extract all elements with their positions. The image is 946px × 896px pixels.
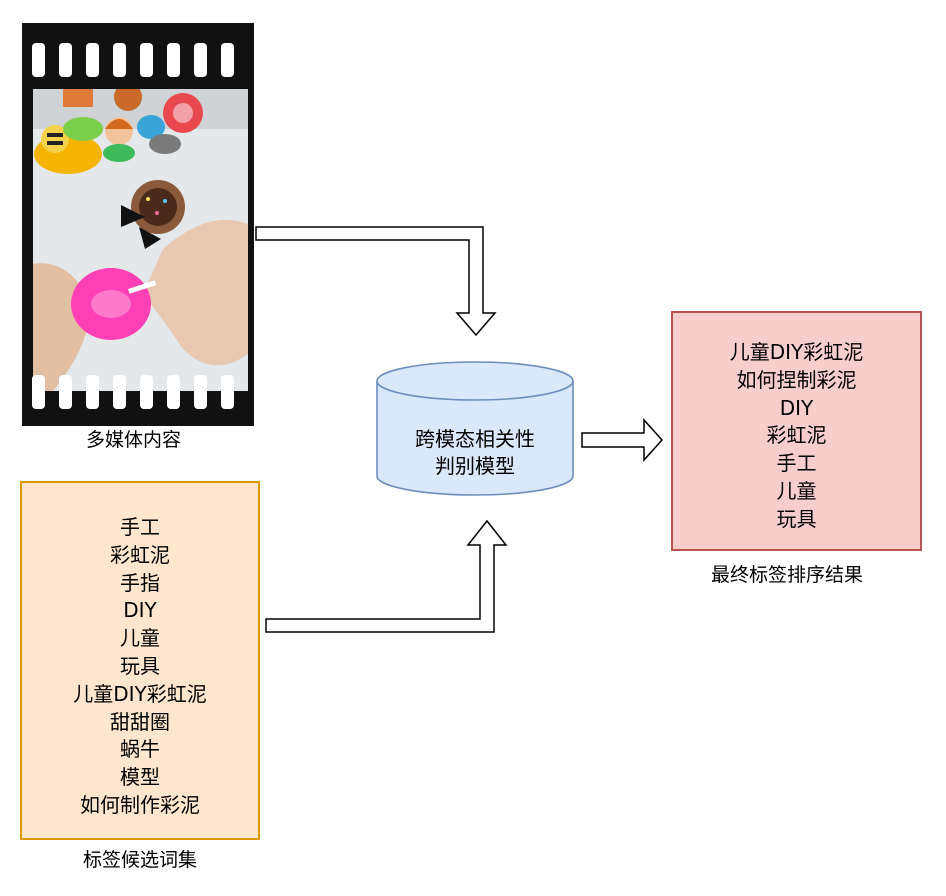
sprocket-hole	[194, 375, 207, 409]
result-caption: 最终标签排序结果	[711, 564, 864, 586]
sprocket-hole	[59, 375, 72, 409]
model-label-line2: 判别模型	[435, 454, 515, 478]
final-ranking-box: 儿童DIY彩虹泥如何捏制彩泥 DIY 彩虹泥手工儿童玩具	[671, 311, 922, 551]
sprocket-hole	[32, 375, 45, 409]
ranked-tag: 儿童	[776, 478, 817, 503]
sprocket-hole	[86, 375, 99, 409]
model-label-line1: 跨模态相关性	[415, 427, 535, 451]
sprocket-hole	[167, 375, 180, 409]
final-ranking-list: 儿童DIY彩虹泥如何捏制彩泥 DIY 彩虹泥手工儿童玩具	[673, 339, 920, 534]
ranked-tag: 如何捏制彩泥	[736, 367, 857, 392]
candidate-tag: 手指	[120, 570, 160, 595]
model-to-result-arrow	[581, 418, 664, 462]
ranked-tag: 儿童DIY彩虹泥	[729, 340, 864, 364]
sprocket-hole	[167, 43, 180, 77]
candidate-tags-box: 手工彩虹泥手指 DIY 儿童玩具儿童DIY彩虹泥甜甜圈蜗牛模型如何制作彩泥	[20, 481, 260, 840]
candidate-tag: 彩虹泥	[110, 542, 170, 567]
candidate-tag: 手工	[120, 515, 160, 539]
sprocket-hole	[86, 43, 99, 77]
candidate-tag: 模型	[120, 765, 160, 790]
sprocket-hole	[113, 43, 126, 77]
sprocket-hole	[59, 43, 72, 77]
clay-crafts-photo	[33, 89, 248, 391]
sprocket-hole	[221, 43, 234, 77]
candidate-tag: 甜甜圈	[110, 709, 170, 734]
ranked-tag: 彩虹泥	[766, 423, 827, 448]
media-caption: 多媒体内容	[86, 429, 182, 451]
model-label: 跨模态相关性 判别模型	[375, 426, 575, 480]
sprocket-hole	[140, 375, 153, 409]
sprocket-hole	[221, 375, 234, 409]
ranked-tag: DIY	[779, 395, 814, 420]
sprocket-hole	[140, 43, 153, 77]
sprocket-hole	[194, 43, 207, 77]
sprocket-hole	[32, 43, 45, 77]
sprocket-hole	[113, 375, 126, 409]
media-to-model-arrow	[255, 226, 497, 337]
candidate-tag: 儿童	[120, 626, 160, 651]
ranked-tag: 玩具	[776, 506, 817, 531]
candidate-tag: 玩具	[120, 653, 160, 678]
candidates-caption: 标签候选词集	[83, 849, 198, 871]
photo-illustration	[33, 89, 248, 391]
ranked-tag: 手工	[776, 451, 817, 476]
candidate-tag: 蜗牛	[120, 737, 160, 762]
video-thumbnail	[22, 23, 254, 426]
candidate-tag: 如何制作彩泥	[80, 792, 200, 817]
model-cylinder	[376, 361, 574, 496]
candidate-tag: 儿童DIY彩虹泥	[73, 681, 207, 706]
candidates-to-model-arrow	[265, 519, 508, 633]
candidate-tags-list: 手工彩虹泥手指 DIY 儿童玩具儿童DIY彩虹泥甜甜圈蜗牛模型如何制作彩泥	[22, 514, 258, 820]
candidate-tag: DIY	[123, 598, 157, 623]
